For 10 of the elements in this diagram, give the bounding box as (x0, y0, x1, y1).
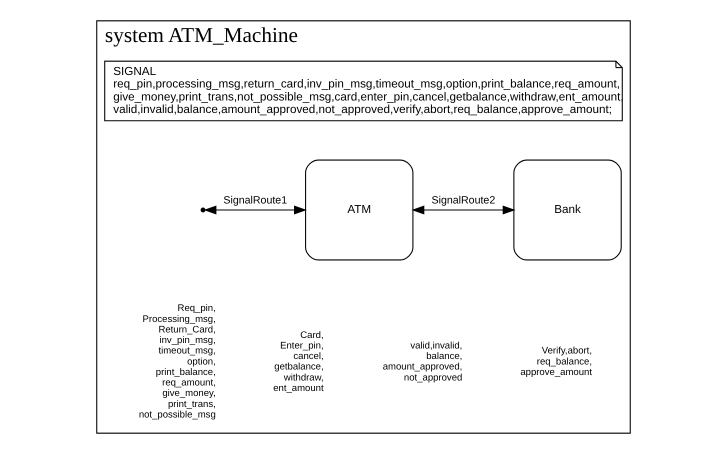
edge-label: SignalRoute2 (432, 194, 496, 207)
edge-label: SignalRoute1 (223, 194, 288, 207)
arrow (412, 206, 516, 214)
node-box: Bank (513, 160, 622, 260)
arrow (204, 206, 307, 214)
label: Verify,abort, req_balance, approve_amount (520, 346, 592, 378)
node-box: ATM (305, 160, 414, 260)
label: Req_pin, Processing_msg, Return_Card, inv_pin_msg, timeout_msg, option, print_balance, req_amount, give_money, print_trans, not_possible_msg (138, 303, 216, 420)
label: valid,invalid, balance, amount_approved, not_approved (382, 340, 462, 384)
label: Card, Enter_pin, cancel, getbalance, withdraw, ent_amount (273, 330, 324, 394)
